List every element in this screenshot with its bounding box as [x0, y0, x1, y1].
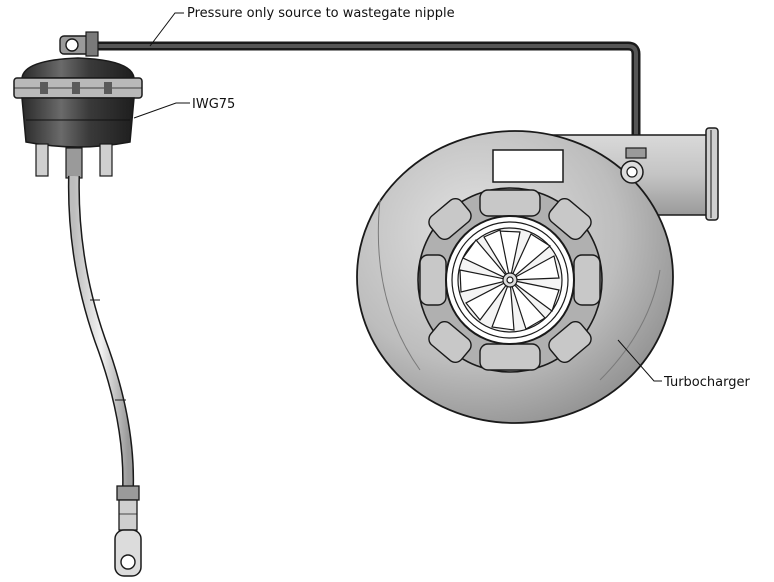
actuator-crimp-band	[13, 77, 143, 99]
turbocharger	[356, 127, 719, 424]
label-plate	[492, 149, 564, 183]
actuator-mount-studs	[35, 143, 113, 179]
wastegate-actuator	[13, 31, 143, 179]
actuator-rod	[67, 175, 135, 489]
inlet-ribs	[419, 189, 601, 371]
compressor-wheel	[459, 229, 560, 331]
rod-eye-hole	[120, 554, 136, 570]
pressure-hose	[92, 41, 641, 150]
callout-turbocharger: Turbocharger	[617, 339, 750, 390]
actuator-nipple	[59, 31, 99, 57]
label-pressure-source: Pressure only source to wastegate nipple	[187, 6, 455, 21]
label-turbocharger: Turbocharger	[663, 375, 750, 390]
callout-actuator: IWG75	[133, 97, 235, 119]
rod-end-fitting	[114, 485, 142, 577]
wastegate-nipple-fitting	[620, 147, 647, 184]
label-iwg75: IWG75	[192, 97, 235, 112]
callout-pressure-source: Pressure only source to wastegate nipple	[149, 6, 455, 47]
